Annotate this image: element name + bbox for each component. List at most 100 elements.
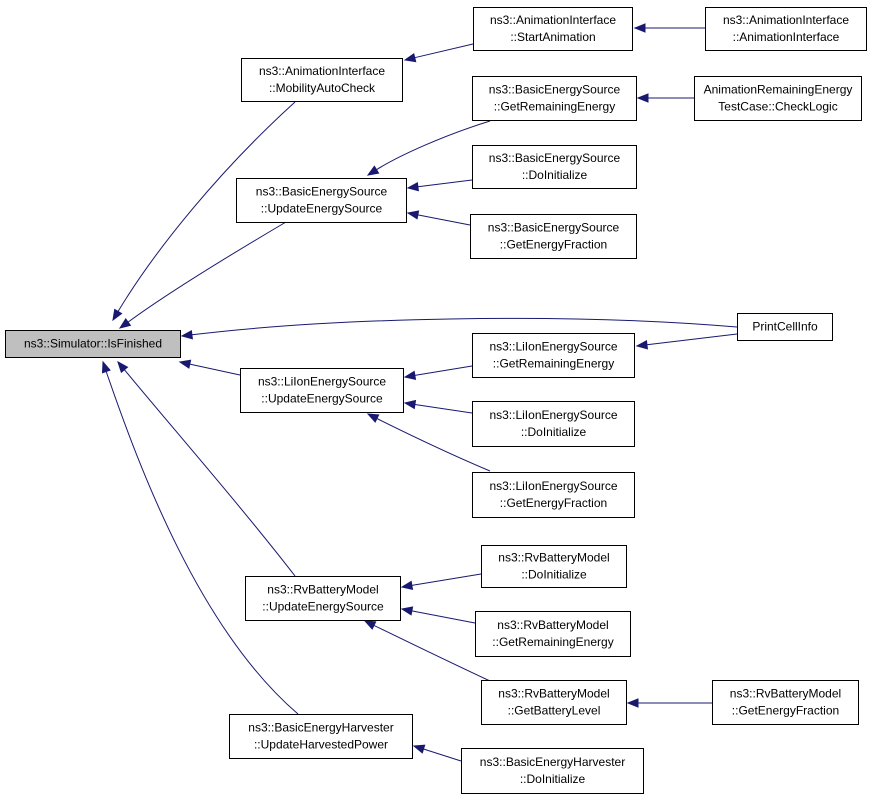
edge-line xyxy=(189,363,241,376)
node-box xyxy=(241,58,403,102)
node-box xyxy=(229,714,413,759)
node-label-line: ::AnimationInterface xyxy=(733,30,840,44)
node-box xyxy=(475,611,631,657)
edges-layer xyxy=(101,23,738,762)
node-liion-getrem[interactable]: ns3::LiIonEnergySource::GetRemainingEner… xyxy=(472,333,635,378)
node-label-line: ns3::BasicEnergySource xyxy=(489,83,621,97)
node-label-line: ::StartAnimation xyxy=(510,30,595,44)
edge-line xyxy=(423,748,462,762)
node-label-line: ::MobilityAutoCheck xyxy=(269,81,376,95)
node-rv-getlevel[interactable]: ns3::RvBatteryModel::GetBatteryLevel xyxy=(481,680,627,725)
edge-beh_doinit-to-beh_update xyxy=(412,744,462,762)
node-label-line: ns3::LiIonEnergySource xyxy=(489,479,617,493)
node-liion-getfrac[interactable]: ns3::LiIonEnergySource::GetEnergyFractio… xyxy=(472,472,635,518)
arrowhead xyxy=(403,399,417,410)
node-label-line: ::DoInitialize xyxy=(521,425,587,439)
node-label-line: ns3::BasicEnergySource xyxy=(489,151,621,165)
edge-line xyxy=(414,43,474,59)
node-label-line: ::GetEnergyFraction xyxy=(500,238,607,252)
node-bes-getfrac[interactable]: ns3::BasicEnergySource::GetEnergyFractio… xyxy=(470,214,637,259)
node-label-line: ns3::RvBatteryModel xyxy=(730,687,841,701)
node-is-finished[interactable]: ns3::Simulator::IsFinished xyxy=(5,330,181,358)
node-label-line: PrintCellInfo xyxy=(752,320,818,334)
node-box xyxy=(481,545,627,588)
node-box xyxy=(694,76,862,121)
arrowhead xyxy=(412,744,426,754)
node-anim-checklogic[interactable]: AnimationRemainingEnergyTestCase::CheckL… xyxy=(694,76,862,121)
arrowhead xyxy=(112,308,123,322)
node-box xyxy=(5,330,181,358)
node-box xyxy=(705,7,867,51)
edge-rv_getrem-to-rv_update xyxy=(400,606,476,624)
edge-rv_getlevel-to-rv_update xyxy=(363,620,491,682)
edge-bes_update-to-is_finished xyxy=(118,221,287,329)
arrowhead xyxy=(406,182,419,192)
arrowhead xyxy=(101,360,111,374)
edge-liion_doinit-to-liion_update xyxy=(403,399,473,414)
node-liion-update[interactable]: ns3::LiIonEnergySource::UpdateEnergySour… xyxy=(240,368,404,413)
edge-rv_doinit-to-rv_update xyxy=(400,573,482,590)
node-label-line: ns3::LiIonEnergySource xyxy=(258,375,386,389)
node-beh-update[interactable]: ns3::BasicEnergyHarvester::UpdateHarvest… xyxy=(229,714,413,759)
edge-line xyxy=(373,624,491,682)
node-box xyxy=(712,680,859,725)
edge-rv_update-to-is_finished xyxy=(117,360,296,577)
arrowhead xyxy=(403,52,417,63)
node-label-line: ::DoInitialize xyxy=(521,568,587,582)
node-bes-doinit[interactable]: ns3::BasicEnergySource::DoInitialize xyxy=(472,145,637,189)
node-anim-ctor[interactable]: ns3::AnimationInterface::AnimationInterf… xyxy=(705,7,867,51)
node-rv-doinit[interactable]: ns3::RvBatteryModel::DoInitialize xyxy=(481,545,627,588)
edge-print_cell-to-liion_getrem xyxy=(635,333,738,350)
node-box xyxy=(461,748,644,794)
edge-line xyxy=(417,179,473,188)
node-beh-doinit[interactable]: ns3::BasicEnergyHarvester::DoInitialize xyxy=(461,748,644,794)
node-label-line: ns3::LiIonEnergySource xyxy=(489,408,617,422)
edge-beh_update-to-is_finished xyxy=(101,360,299,715)
edge-anim_mobility-to-is_finished xyxy=(112,101,296,322)
edge-anim_checklogic-to-bes_getrem xyxy=(636,93,694,103)
node-label-line: ::GetBatteryLevel xyxy=(508,704,601,718)
node-rv-update[interactable]: ns3::RvBatteryModel::UpdateEnergySource xyxy=(245,576,401,621)
node-label-line: ns3::BasicEnergySource xyxy=(488,221,620,235)
arrowhead xyxy=(363,620,377,630)
node-label-line: ns3::BasicEnergySource xyxy=(256,185,388,199)
node-bes-getrem[interactable]: ns3::BasicEnergySource::GetRemainingEner… xyxy=(472,76,637,121)
node-label-line: ::DoInitialize xyxy=(522,168,588,182)
node-label-line: ::DoInitialize xyxy=(520,772,586,786)
edge-line xyxy=(376,120,491,171)
arrowhead xyxy=(180,330,193,340)
node-label-line: ns3::AnimationInterface xyxy=(259,64,385,78)
node-label-line: ::GetEnergyFraction xyxy=(500,496,607,510)
nodes-layer: ns3::Simulator::IsFinished ns3::Animation… xyxy=(5,7,867,794)
node-rv-getrem[interactable]: ns3::RvBatteryModel::GetRemainingEnergy xyxy=(475,611,631,657)
node-box xyxy=(245,576,401,621)
edge-line xyxy=(105,371,299,715)
node-anim-start[interactable]: ns3::AnimationInterface::StartAnimation xyxy=(473,7,633,51)
edge-line xyxy=(417,214,471,226)
edge-line xyxy=(191,317,738,336)
edge-line xyxy=(376,418,491,472)
edge-print_cell-to-is_finished xyxy=(180,317,738,340)
node-box xyxy=(472,401,635,447)
edge-bes_getfrac-to-bes_update xyxy=(406,210,471,226)
arrowhead xyxy=(633,23,646,33)
edge-line xyxy=(414,365,473,376)
arrowhead xyxy=(117,360,129,374)
node-label-line: ::UpdateEnergySource xyxy=(262,600,384,614)
node-bes-update[interactable]: ns3::BasicEnergySource::UpdateEnergySour… xyxy=(236,178,407,223)
node-anim-mobility[interactable]: ns3::AnimationInterface::MobilityAutoChe… xyxy=(241,58,403,102)
node-rv-getfrac[interactable]: ns3::RvBatteryModel::GetEnergyFraction xyxy=(712,680,859,725)
arrowhead xyxy=(178,359,192,369)
edge-line xyxy=(127,221,287,323)
node-label-line: ns3::AnimationInterface xyxy=(490,13,616,27)
node-liion-doinit[interactable]: ns3::LiIonEnergySource::DoInitialize xyxy=(472,401,635,447)
node-label-line: ::GetRemainingEnergy xyxy=(492,635,613,649)
node-label-line: ::UpdateHarvestedPower xyxy=(254,738,388,752)
node-box xyxy=(481,680,627,725)
node-label-line: ns3::RvBatteryModel xyxy=(498,687,609,701)
node-label-line: ns3::RvBatteryModel xyxy=(497,618,608,632)
arrowhead xyxy=(636,93,649,103)
node-print-cell[interactable]: PrintCellInfo xyxy=(737,313,833,341)
arrowhead xyxy=(635,340,648,350)
